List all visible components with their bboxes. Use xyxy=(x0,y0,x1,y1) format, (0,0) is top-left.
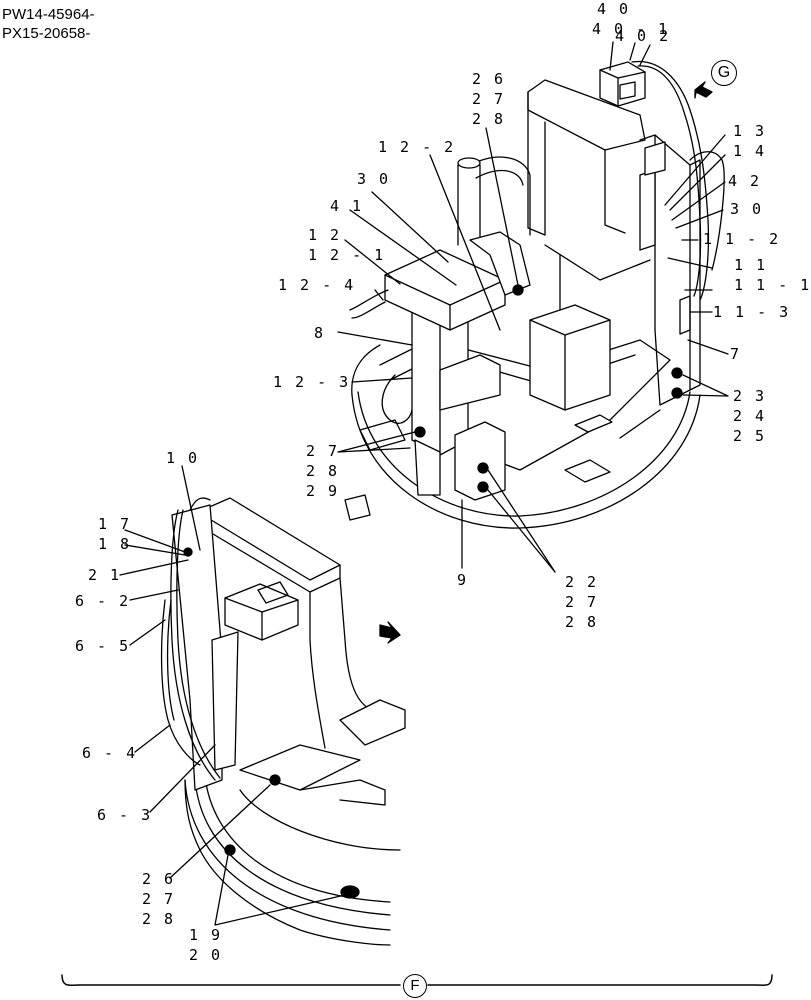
callout-12-1: 1 2 - 1 xyxy=(308,246,386,264)
callout-28-right: 2 8 xyxy=(565,613,599,631)
callout-30-right: 3 0 xyxy=(730,200,764,218)
callout-24: 2 4 xyxy=(733,407,767,425)
callout-19: 1 9 xyxy=(189,926,223,944)
callout-28: 2 8 xyxy=(472,110,506,128)
callout-42: 4 2 xyxy=(728,172,762,190)
serial-range-line-2: PX15-20658- xyxy=(2,25,91,42)
callout-8: 8 xyxy=(314,324,326,342)
callout-11-1: 1 1 - 1 xyxy=(734,276,811,294)
callout-9: 9 xyxy=(457,571,469,589)
callout-27-lower: 2 7 xyxy=(142,890,176,908)
callout-28-lower: 2 8 xyxy=(142,910,176,928)
callout-21: 2 1 xyxy=(88,566,122,584)
callout-26-lower: 2 6 xyxy=(142,870,176,888)
callout-6-5: 6 - 5 xyxy=(75,637,131,655)
callout-12-3: 1 2 - 3 xyxy=(273,373,351,391)
callout-26: 2 6 xyxy=(472,70,506,88)
view-f-marker: F xyxy=(403,974,427,998)
callout-40-1: 4 0 - 1 xyxy=(592,20,670,38)
callout-6-4: 6 - 4 xyxy=(82,744,138,762)
callout-18: 1 8 xyxy=(98,535,132,553)
upper-assembly-illustration xyxy=(337,41,729,573)
callout-30-left: 3 0 xyxy=(357,170,391,188)
callout-11-3: 1 1 - 3 xyxy=(713,303,791,321)
callout-7: 7 xyxy=(730,345,742,363)
callout-6-3: 6 - 3 xyxy=(97,806,153,824)
serial-range-line-1: PW14-45964- xyxy=(2,6,95,23)
callout-27: 2 7 xyxy=(472,90,506,108)
exploded-view-drawing xyxy=(61,41,773,987)
callout-23: 2 3 xyxy=(733,387,767,405)
callout-22: 2 2 xyxy=(565,573,599,591)
callout-11: 1 1 xyxy=(734,256,768,274)
callout-40-2: 4 0 2 xyxy=(615,27,671,45)
callout-13: 1 3 xyxy=(733,122,767,140)
callout-12-4: 1 2 - 4 xyxy=(278,276,356,294)
callout-40: 4 0 xyxy=(597,0,631,18)
callout-27-mid: 2 7 xyxy=(306,442,340,460)
callout-25: 2 5 xyxy=(733,427,767,445)
callout-10: 1 0 xyxy=(166,449,200,467)
callout-14: 1 4 xyxy=(733,142,767,160)
callout-29: 2 9 xyxy=(306,482,340,500)
callout-11-2: 1 1 - 2 xyxy=(703,230,781,248)
view-g-marker: G xyxy=(711,60,737,86)
callout-41: 4 1 xyxy=(330,197,364,215)
callout-17: 1 7 xyxy=(98,515,132,533)
callout-12-2: 1 2 - 2 xyxy=(378,138,456,156)
callout-6-2: 6 - 2 xyxy=(75,592,131,610)
callout-12: 1 2 xyxy=(308,226,342,244)
view-bracket xyxy=(61,974,773,987)
callout-20: 2 0 xyxy=(189,946,223,964)
callout-28-mid: 2 8 xyxy=(306,462,340,480)
callout-27-right: 2 7 xyxy=(565,593,599,611)
lower-assembly-illustration xyxy=(119,465,406,946)
